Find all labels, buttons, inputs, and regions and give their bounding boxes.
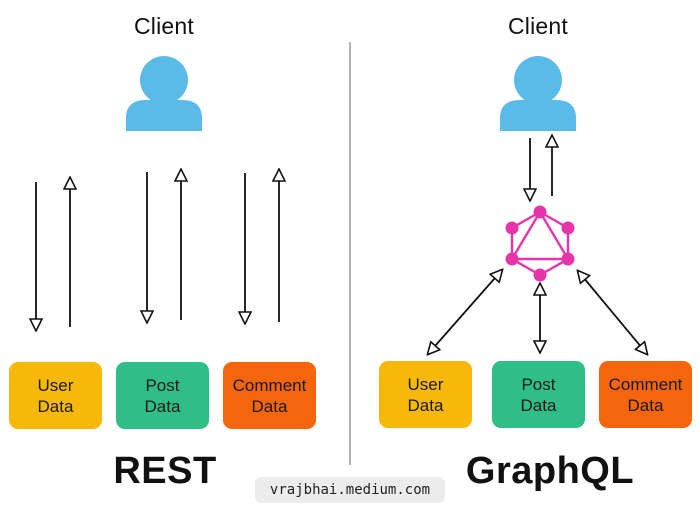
watermark: vrajbhai.medium.com — [255, 477, 445, 503]
graphql-arrows — [428, 136, 647, 354]
graphql-client-label: Client — [507, 13, 568, 39]
graphql-comment-data-label: Comment Data — [608, 374, 683, 415]
graphql-title: GraphQL — [465, 450, 635, 492]
graphql-logo-icon — [505, 205, 575, 282]
rest-comment-data-box: Comment Data — [223, 362, 316, 429]
rest-comment-data-label: Comment Data — [232, 375, 307, 416]
graphql-post-data-box: Post Data — [492, 361, 585, 428]
graphql-client-icon — [500, 56, 576, 131]
rest-arrows — [36, 170, 279, 330]
rest-post-data-label: Post Data — [144, 375, 181, 416]
rest-client-icon — [126, 56, 202, 131]
graphql-user-data-box: User Data — [379, 361, 472, 428]
graphql-arrow-comment — [578, 271, 647, 354]
graphql-arrow-user — [428, 270, 502, 354]
graphql-comment-data-box: Comment Data — [599, 361, 692, 428]
rest-user-data-box: User Data — [9, 362, 102, 429]
rest-post-data-box: Post Data — [116, 362, 209, 429]
rest-client-label: Client — [133, 13, 194, 39]
graphql-user-data-label: User Data — [407, 374, 444, 415]
rest-title: REST — [113, 450, 217, 492]
rest-user-data-label: User Data — [37, 375, 74, 416]
graphql-post-data-label: Post Data — [520, 374, 557, 415]
